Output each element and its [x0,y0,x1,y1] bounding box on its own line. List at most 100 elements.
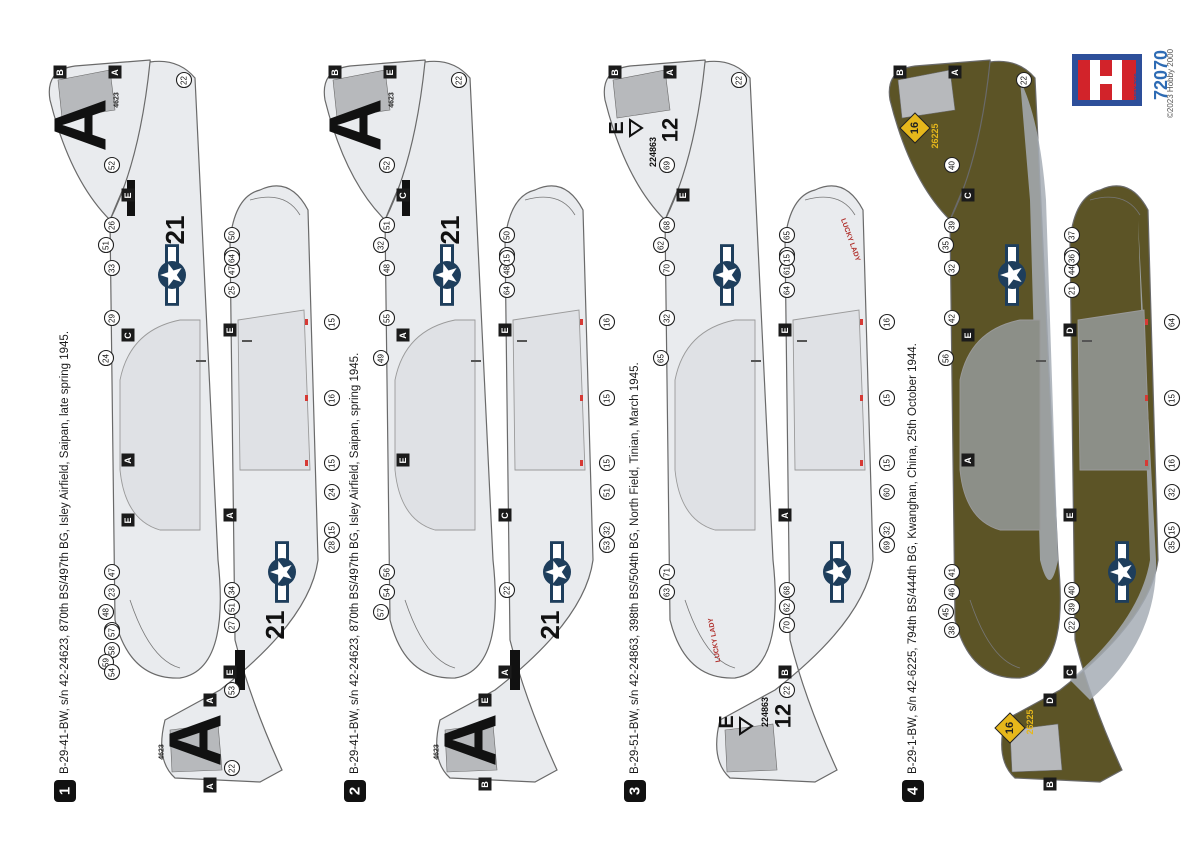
callout-circle [1015,71,1033,89]
callout-label: 39 [1068,603,1077,612]
color-key-box: A [961,453,975,467]
wing-root [512,309,586,471]
callout-circle [1063,281,1081,299]
callout-label: 33 [108,264,117,273]
color-key-box: A [121,453,135,467]
tail-number: 12 [771,704,796,728]
tail-letter: A [429,713,512,766]
callout-number: 34 [223,581,241,599]
rudder-panel [724,723,778,773]
callout-number: 15 [878,389,896,407]
callout-label: 63 [663,588,672,597]
callout-circle [378,309,396,327]
callout-circle [323,454,341,472]
callout-label: 16 [883,318,892,327]
callout-label: 32 [603,526,612,535]
color-key-box: E [121,513,135,527]
callout-number: 28 [323,536,341,554]
color-key-box: E [223,665,237,679]
color-key-letter: C [123,332,133,339]
callout-circle [223,281,241,299]
triangle-marking [739,716,754,736]
nose-glazing [129,599,181,669]
antenna [517,340,527,342]
color-key-bg [961,453,975,467]
color-key-box: E [961,328,975,342]
callout-label: 16 [328,394,337,403]
callout-circle [498,249,516,267]
callout-circle [878,536,896,554]
color-key-box: B [893,65,907,79]
fuselage-band [510,650,520,690]
callout-number: 32 [943,259,961,277]
color-key-letter: C [500,512,510,519]
callout-label: 52 [108,161,117,170]
callout-circle [730,71,748,89]
callout-circle [103,663,121,681]
antenna [1082,340,1092,342]
color-key-box: E [1063,508,1077,522]
callout-number: 52 [378,156,396,174]
color-key-bg [663,65,677,79]
callout-circle [372,349,390,367]
callout-number: 53 [598,536,616,554]
color-key-letter: E [225,669,235,675]
callout-circle [323,313,341,331]
callout-label: 15 [783,254,792,263]
callout-label: 58 [108,646,117,655]
callout-circle [223,616,241,634]
callout-label: 65 [783,231,792,240]
callout-label: 56 [383,568,392,577]
fuselage-band [235,650,245,690]
stencil-mark [305,460,308,466]
color-key-box: E [676,188,690,202]
national-insignia [1108,541,1136,603]
color-key-bg [121,453,135,467]
badge-bg [624,780,646,802]
callout-label: 45 [942,608,951,617]
callout-circle [598,454,616,472]
tail-serial: 224863 [648,137,658,167]
callout-label: 61 [783,266,792,275]
color-key-letter: B [330,69,340,76]
callout-label: 65 [657,354,666,363]
color-key-bg [893,65,907,79]
callout-label: 15 [883,394,892,403]
tail-serial: 4623 [389,92,396,108]
callout-number: 62 [778,598,796,616]
callout-circle [378,156,396,174]
stencil-mark [1145,460,1148,466]
callout-circle [223,598,241,616]
callout-circle [498,226,516,244]
hobby2000-logo [1072,54,1142,106]
callout-label: 48 [503,266,512,275]
callout-circle [598,313,616,331]
callout-label: 49 [377,354,386,363]
callout-number: 15 [323,313,341,331]
color-key-box: A [203,693,217,707]
callout-label: 60 [883,488,892,497]
color-key-bg [121,328,135,342]
insignia-star [1000,263,1022,287]
callout-circle [943,156,961,174]
color-key-box: A [203,779,217,793]
color-key-box: C [1063,665,1077,679]
callout-label: 68 [663,221,672,230]
logo-white-bar [1090,76,1122,84]
callout-circle [658,563,676,581]
stencil-mark [580,395,583,401]
callout-label: 59 [102,658,111,667]
fuselage-code: 21 [160,216,190,245]
callout-circle [372,603,390,621]
callout-number: 22 [1015,71,1033,89]
callout-circle [878,483,896,501]
callout-circle [378,216,396,234]
callout-number: 40 [1063,581,1081,599]
wing-root [674,319,756,531]
color-key-letter: E [480,697,490,703]
variant-number-badge: 2 [344,780,366,802]
callout-number: 48 [378,259,396,277]
callout-number: 22 [450,71,468,89]
color-key-box: B [778,665,792,679]
